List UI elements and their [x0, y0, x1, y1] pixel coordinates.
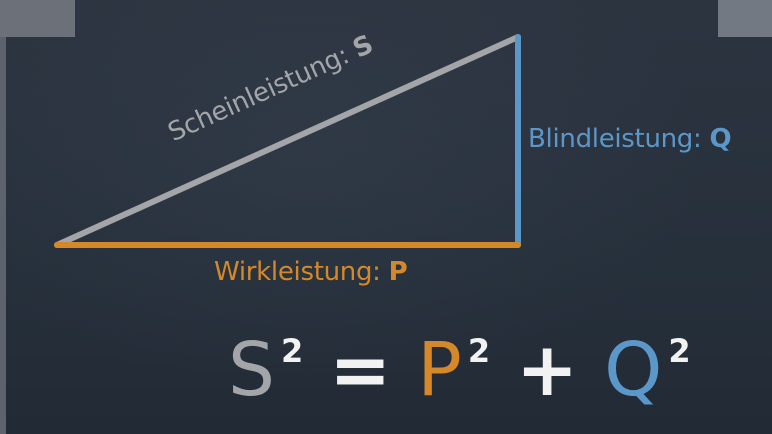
hypotenuse-line-s [54, 34, 521, 248]
corner-block-top-left [0, 0, 75, 37]
left-edge-strip [0, 37, 6, 434]
formula-s: S [228, 327, 275, 413]
formula-equals: = [329, 327, 392, 413]
label-wirkleistung-symbol: P [388, 257, 408, 287]
formula-p-exponent: 2 [467, 332, 491, 370]
formula-q-exponent: 2 [668, 332, 691, 370]
label-blindleistung-symbol: Q [709, 124, 732, 154]
corner-block-top-right [718, 0, 772, 37]
formula-q: Q [604, 327, 663, 413]
formula-p: P [417, 327, 462, 413]
label-wirkleistung: Wirkleistung: P [214, 257, 408, 287]
formula-s-exponent: 2 [280, 332, 304, 370]
label-wirkleistung-text: Wirkleistung: [214, 257, 389, 287]
pythagoras-formula: S 2 = P 2 + Q 2 [228, 325, 691, 415]
formula-plus: + [516, 327, 579, 413]
label-blindleistung-text: Blindleistung: [528, 124, 710, 154]
label-blindleistung: Blindleistung: Q [528, 124, 732, 154]
